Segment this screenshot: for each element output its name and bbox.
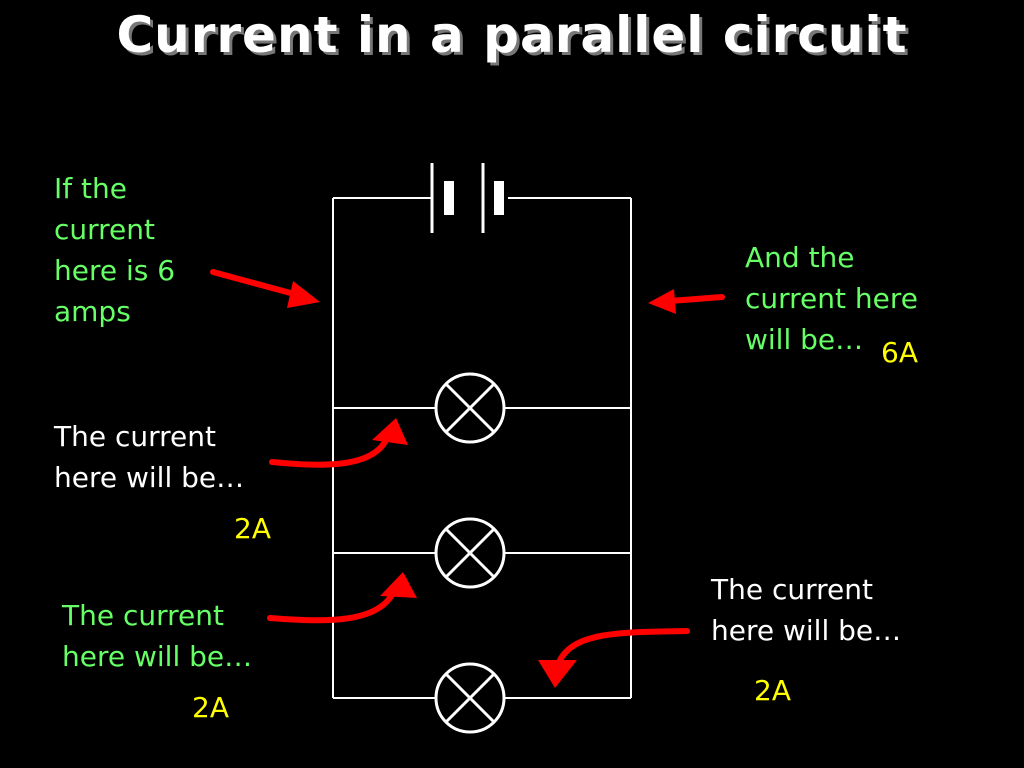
branch-2-answer: 2A <box>192 691 229 724</box>
arrow-branch-2-icon <box>267 572 417 624</box>
supply-out-label: And the current here will be… <box>745 241 919 356</box>
branch-1-answer: 2A <box>234 512 271 545</box>
arrow-branch-1-icon <box>269 418 408 468</box>
lamp-icon <box>434 372 506 444</box>
lamp-icon <box>434 662 506 734</box>
branch-1-label: The current here will be… <box>54 420 245 494</box>
branch-2-label: The current here will be… <box>62 599 253 673</box>
branch-3-answer: 2A <box>754 674 791 707</box>
arrow-supply-in-icon <box>210 269 320 308</box>
arrow-branch-3-icon <box>538 628 690 688</box>
arrow-supply-out-icon <box>648 289 725 314</box>
branch-3-label: The current here will be… <box>711 573 902 647</box>
page-title: Current in a parallel circuit <box>116 6 908 64</box>
supply-out-answer: 6A <box>881 336 918 369</box>
lamp-icon <box>434 517 506 589</box>
battery-cell-icon <box>430 163 504 233</box>
supply-in-label: If the current here is 6 amps <box>54 172 176 328</box>
circuit-wires <box>332 197 632 699</box>
